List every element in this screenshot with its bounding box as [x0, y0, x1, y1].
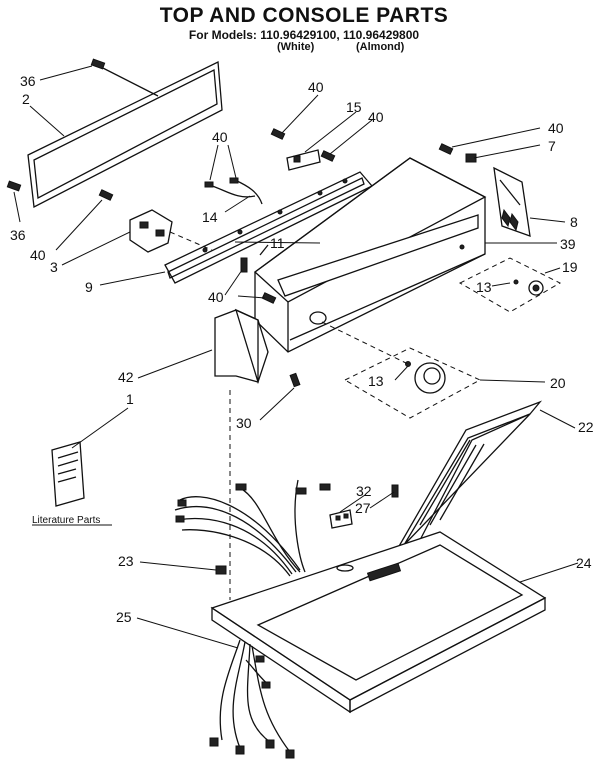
callout-11: 11	[270, 235, 285, 251]
callout-40-mid: 40	[208, 289, 224, 305]
callout-40-right: 40	[548, 120, 564, 136]
rear-console-panel	[27, 60, 223, 209]
console-housing	[253, 157, 487, 353]
callout-30: 30	[236, 415, 252, 431]
callout-23: 23	[118, 553, 134, 569]
callout-7: 7	[548, 138, 556, 154]
variant-white: (White)	[277, 41, 315, 53]
callout-36-left: 36	[10, 227, 26, 243]
region-20	[343, 347, 482, 419]
callout-24: 24	[576, 555, 592, 571]
callout-40-upper-right: 40	[368, 109, 384, 125]
callout-42: 42	[118, 369, 134, 385]
cabinet-top	[210, 531, 547, 714]
callout-40-upper-left: 40	[212, 129, 228, 145]
callout-3: 3	[50, 259, 58, 275]
callout-40-top: 40	[308, 79, 324, 95]
screw-27	[391, 484, 399, 498]
clip-15	[286, 149, 321, 171]
callout-2: 2	[22, 91, 30, 107]
timer-switch	[129, 209, 173, 253]
callout-14: 14	[202, 209, 218, 225]
terminal-block-32	[329, 509, 353, 529]
screw-30	[289, 372, 301, 388]
knob-13-right	[513, 279, 544, 296]
callout-1: 1	[126, 391, 134, 407]
region-19	[458, 257, 562, 313]
literature-booklet	[51, 441, 85, 507]
callout-20: 20	[550, 375, 566, 391]
callout-25: 25	[116, 609, 132, 625]
screw-36-top	[90, 58, 106, 70]
callout-9: 9	[85, 279, 93, 295]
callout-labels: 36 2 36 40 3 9 40 14 40 40 15 40 11 40 7…	[10, 73, 594, 625]
variant-almond: (Almond)	[356, 41, 405, 53]
callout-13-right: 13	[476, 279, 492, 295]
callout-39: 39	[560, 236, 576, 252]
console-bracket	[164, 171, 374, 284]
callout-27: 27	[355, 500, 371, 516]
callout-22: 22	[578, 419, 594, 435]
callout-13-lower: 13	[368, 373, 384, 389]
wire-harness-14	[204, 177, 263, 205]
knob-13-lower	[405, 361, 446, 394]
clip-23	[215, 565, 227, 575]
wire-harness-lower	[209, 639, 295, 759]
callout-40-left: 40	[30, 247, 46, 263]
callout-32: 32	[356, 483, 372, 499]
callout-36-top: 36	[20, 73, 36, 89]
callout-19: 19	[562, 259, 578, 275]
callout-15: 15	[346, 99, 362, 115]
literature-parts-label: Literature Parts	[32, 515, 100, 526]
end-cap-42	[214, 308, 269, 385]
screw-36-left	[6, 180, 22, 192]
models-subtitle: For Models: 110.96429100, 110.96429800	[188, 28, 420, 42]
screws-40	[98, 128, 454, 304]
control-panel-22	[396, 400, 543, 550]
wire-harness-upper	[174, 479, 331, 577]
diagram-title: TOP AND CONSOLE PARTS	[159, 4, 449, 27]
callout-8: 8	[570, 214, 578, 230]
end-cap-7	[493, 166, 531, 237]
leader-lines	[13, 65, 579, 649]
